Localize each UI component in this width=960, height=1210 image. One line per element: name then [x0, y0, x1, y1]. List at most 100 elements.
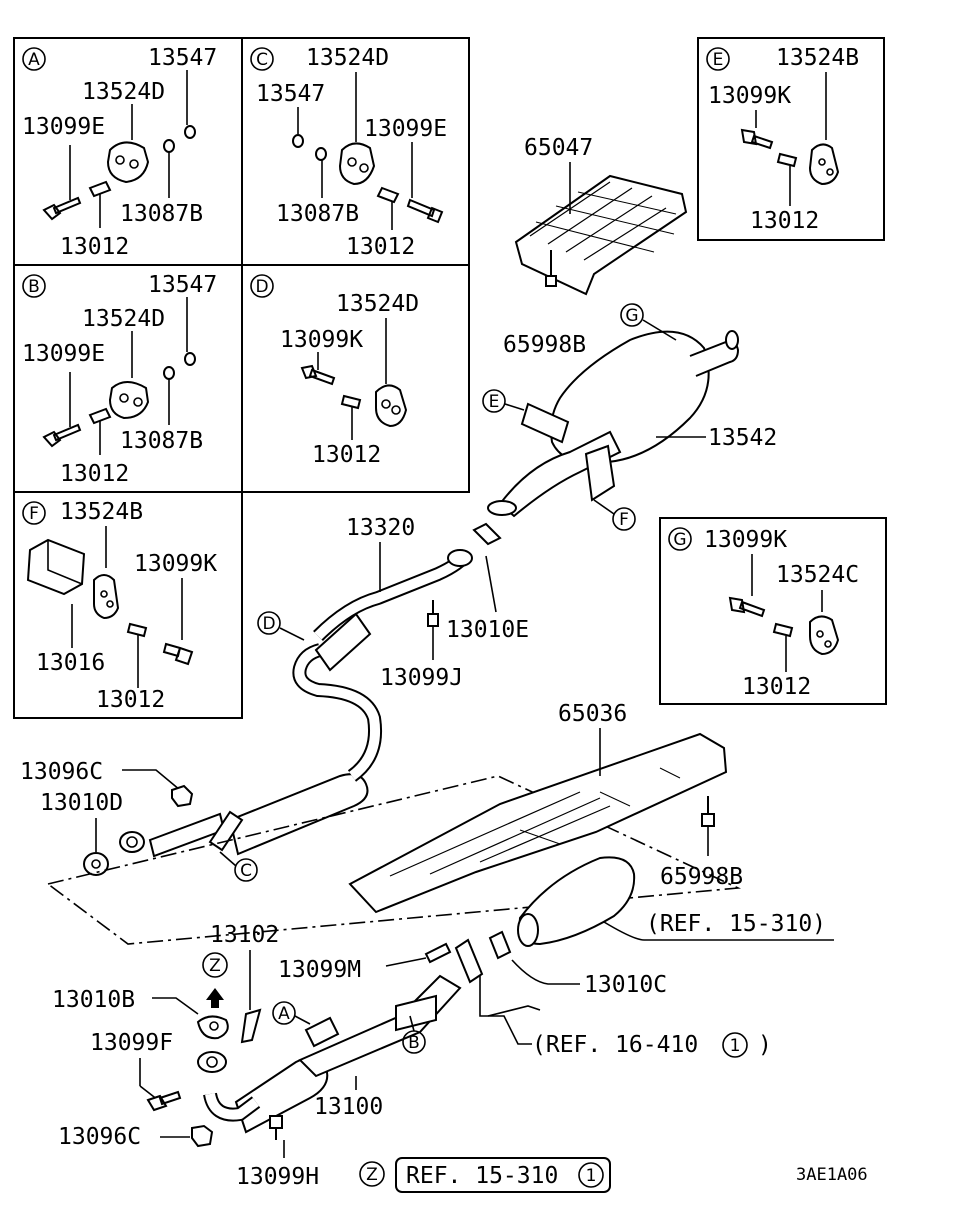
- gasket-icon: [196, 1015, 229, 1040]
- washer-icon: [163, 139, 175, 153]
- label-center-pipe: 13320: [346, 515, 415, 541]
- label-front-pipe: 13100: [314, 1094, 383, 1120]
- pin-icon: [376, 186, 400, 204]
- label-bolt-j: 13099J: [380, 665, 463, 691]
- box-f-part-13016: 13016: [36, 650, 105, 676]
- nut-icon: [184, 125, 196, 139]
- callout-f: F: [619, 510, 629, 530]
- heat-shield-reference-outline: [46, 775, 742, 945]
- ref-16-410: (REF. 16-410: [532, 1032, 698, 1058]
- detail-box-a: A 13547 13524D 13099E 13087B 13012: [22, 45, 217, 260]
- callout-d: D: [262, 614, 275, 634]
- arrow-up-icon: [206, 988, 224, 1008]
- lower-heat-shield: [348, 732, 728, 914]
- pin-icon: [776, 152, 798, 168]
- box-c-part-13547: 13547: [256, 81, 325, 107]
- front-pipe: [197, 938, 541, 1134]
- box-b-part-13524d: 13524D: [82, 306, 165, 332]
- nut-icon: [191, 1124, 214, 1148]
- box-d-letter: D: [255, 277, 268, 297]
- pin-icon: [772, 622, 794, 638]
- label-nut-c-lower: 13096C: [58, 1124, 141, 1150]
- label-bolt-f: 13099F: [90, 1030, 173, 1056]
- bolt-icon: [427, 600, 439, 627]
- pin-icon: [88, 180, 112, 198]
- pin-icon: [340, 394, 362, 410]
- label-gasket-c: 13010C: [584, 972, 667, 998]
- reference-box: [395, 1157, 611, 1193]
- label-nut-c-upper: 13096C: [20, 759, 103, 785]
- ref-15-310-bottom-circle-number: 1: [586, 1166, 597, 1186]
- detail-box-f-frame: [13, 491, 243, 719]
- bracket-icon: [26, 538, 86, 596]
- label-muffler: 13542: [708, 425, 777, 451]
- upper-heat-shield: [514, 174, 688, 296]
- box-b-part-13099e: 13099E: [22, 341, 105, 367]
- label-gasket-e: 13010E: [446, 617, 529, 643]
- gasket-icon: [488, 930, 512, 960]
- detail-box-f: F 13524B 13099K 13016 13012: [22, 499, 217, 713]
- box-d-part-13012: 13012: [312, 442, 381, 468]
- box-a-letter: A: [28, 50, 40, 70]
- bolt-icon: [269, 1115, 283, 1140]
- hanger-icon: [809, 615, 840, 656]
- box-c-part-13099e: 13099E: [364, 116, 447, 142]
- box-f-letter: F: [29, 504, 39, 524]
- gasket-icon: [83, 852, 109, 876]
- box-f-part-13524b: 13524B: [60, 499, 143, 525]
- bottom-callout-z: Z: [366, 1165, 378, 1185]
- callout-g: G: [625, 306, 638, 326]
- box-a-part-13012: 13012: [60, 234, 129, 260]
- bolt-icon: [406, 198, 444, 224]
- detail-box-d: D 13524D 13099K 13012: [250, 274, 419, 468]
- label-heat-shield-upper: 65047: [524, 135, 593, 161]
- box-g-part-13099k: 13099K: [704, 527, 787, 553]
- ref-16-410-close: ): [758, 1032, 772, 1058]
- box-c-part-13524d: 13524D: [306, 45, 389, 71]
- box-f-part-13099k: 13099K: [134, 551, 217, 577]
- box-c-letter: C: [256, 50, 268, 70]
- bracket-icon: [240, 1008, 262, 1044]
- box-g-letter: G: [673, 530, 686, 550]
- box-c-part-13012: 13012: [346, 234, 415, 260]
- label-heat-shield-lower: 65036: [558, 701, 627, 727]
- bolt-icon: [728, 596, 766, 618]
- catalytic-converter: [517, 856, 636, 947]
- bolt-icon: [146, 1090, 182, 1112]
- callout-e: E: [489, 392, 500, 412]
- diagram-code: 3AE1A06: [796, 1165, 868, 1185]
- box-a-part-13087b: 13087B: [120, 201, 203, 227]
- detail-box-g: G 13099K 13524C 13012: [659, 517, 887, 705]
- bolt-icon: [42, 423, 82, 448]
- box-e-part-13524b: 13524B: [776, 45, 859, 71]
- box-d-part-13524d: 13524D: [336, 291, 419, 317]
- box-a-part-13099e: 13099E: [22, 114, 105, 140]
- box-e-part-13012: 13012: [750, 208, 819, 234]
- box-e-letter: E: [713, 50, 724, 70]
- ref-15-310: (REF. 15-310): [646, 911, 826, 937]
- box-b-part-13012: 13012: [60, 461, 129, 487]
- pin-icon: [88, 407, 112, 425]
- detail-box-c: C 13524D 13547 13099E 13087B 13012: [250, 45, 447, 260]
- nut-icon: [292, 134, 304, 148]
- nut-icon: [171, 784, 194, 808]
- box-g-part-13524c: 13524C: [776, 562, 859, 588]
- callout-b: B: [408, 1033, 420, 1053]
- callout-a: A: [278, 1004, 290, 1024]
- label-bolt-h: 13099H: [236, 1164, 319, 1190]
- label-bolt-lower: 65998B: [660, 864, 743, 890]
- muffler-assembly: [487, 330, 740, 518]
- pin-icon: [126, 622, 148, 638]
- washer-icon: [163, 366, 175, 380]
- callout-c: C: [240, 861, 252, 881]
- box-b-part-13087b: 13087B: [120, 428, 203, 454]
- box-f-part-13012: 13012: [96, 687, 165, 713]
- box-g-part-13012: 13012: [742, 674, 811, 700]
- center-pipe: [119, 549, 473, 858]
- bolt-icon: [740, 128, 774, 150]
- label-bracket: 13102: [210, 922, 279, 948]
- detail-box-e: E 13524B 13099K 13012: [697, 37, 885, 241]
- ref-15-310-bottom: REF. 15-310: [406, 1163, 558, 1189]
- detail-box-b: B 13547 13524D 13099E 13087B 13012: [22, 272, 217, 487]
